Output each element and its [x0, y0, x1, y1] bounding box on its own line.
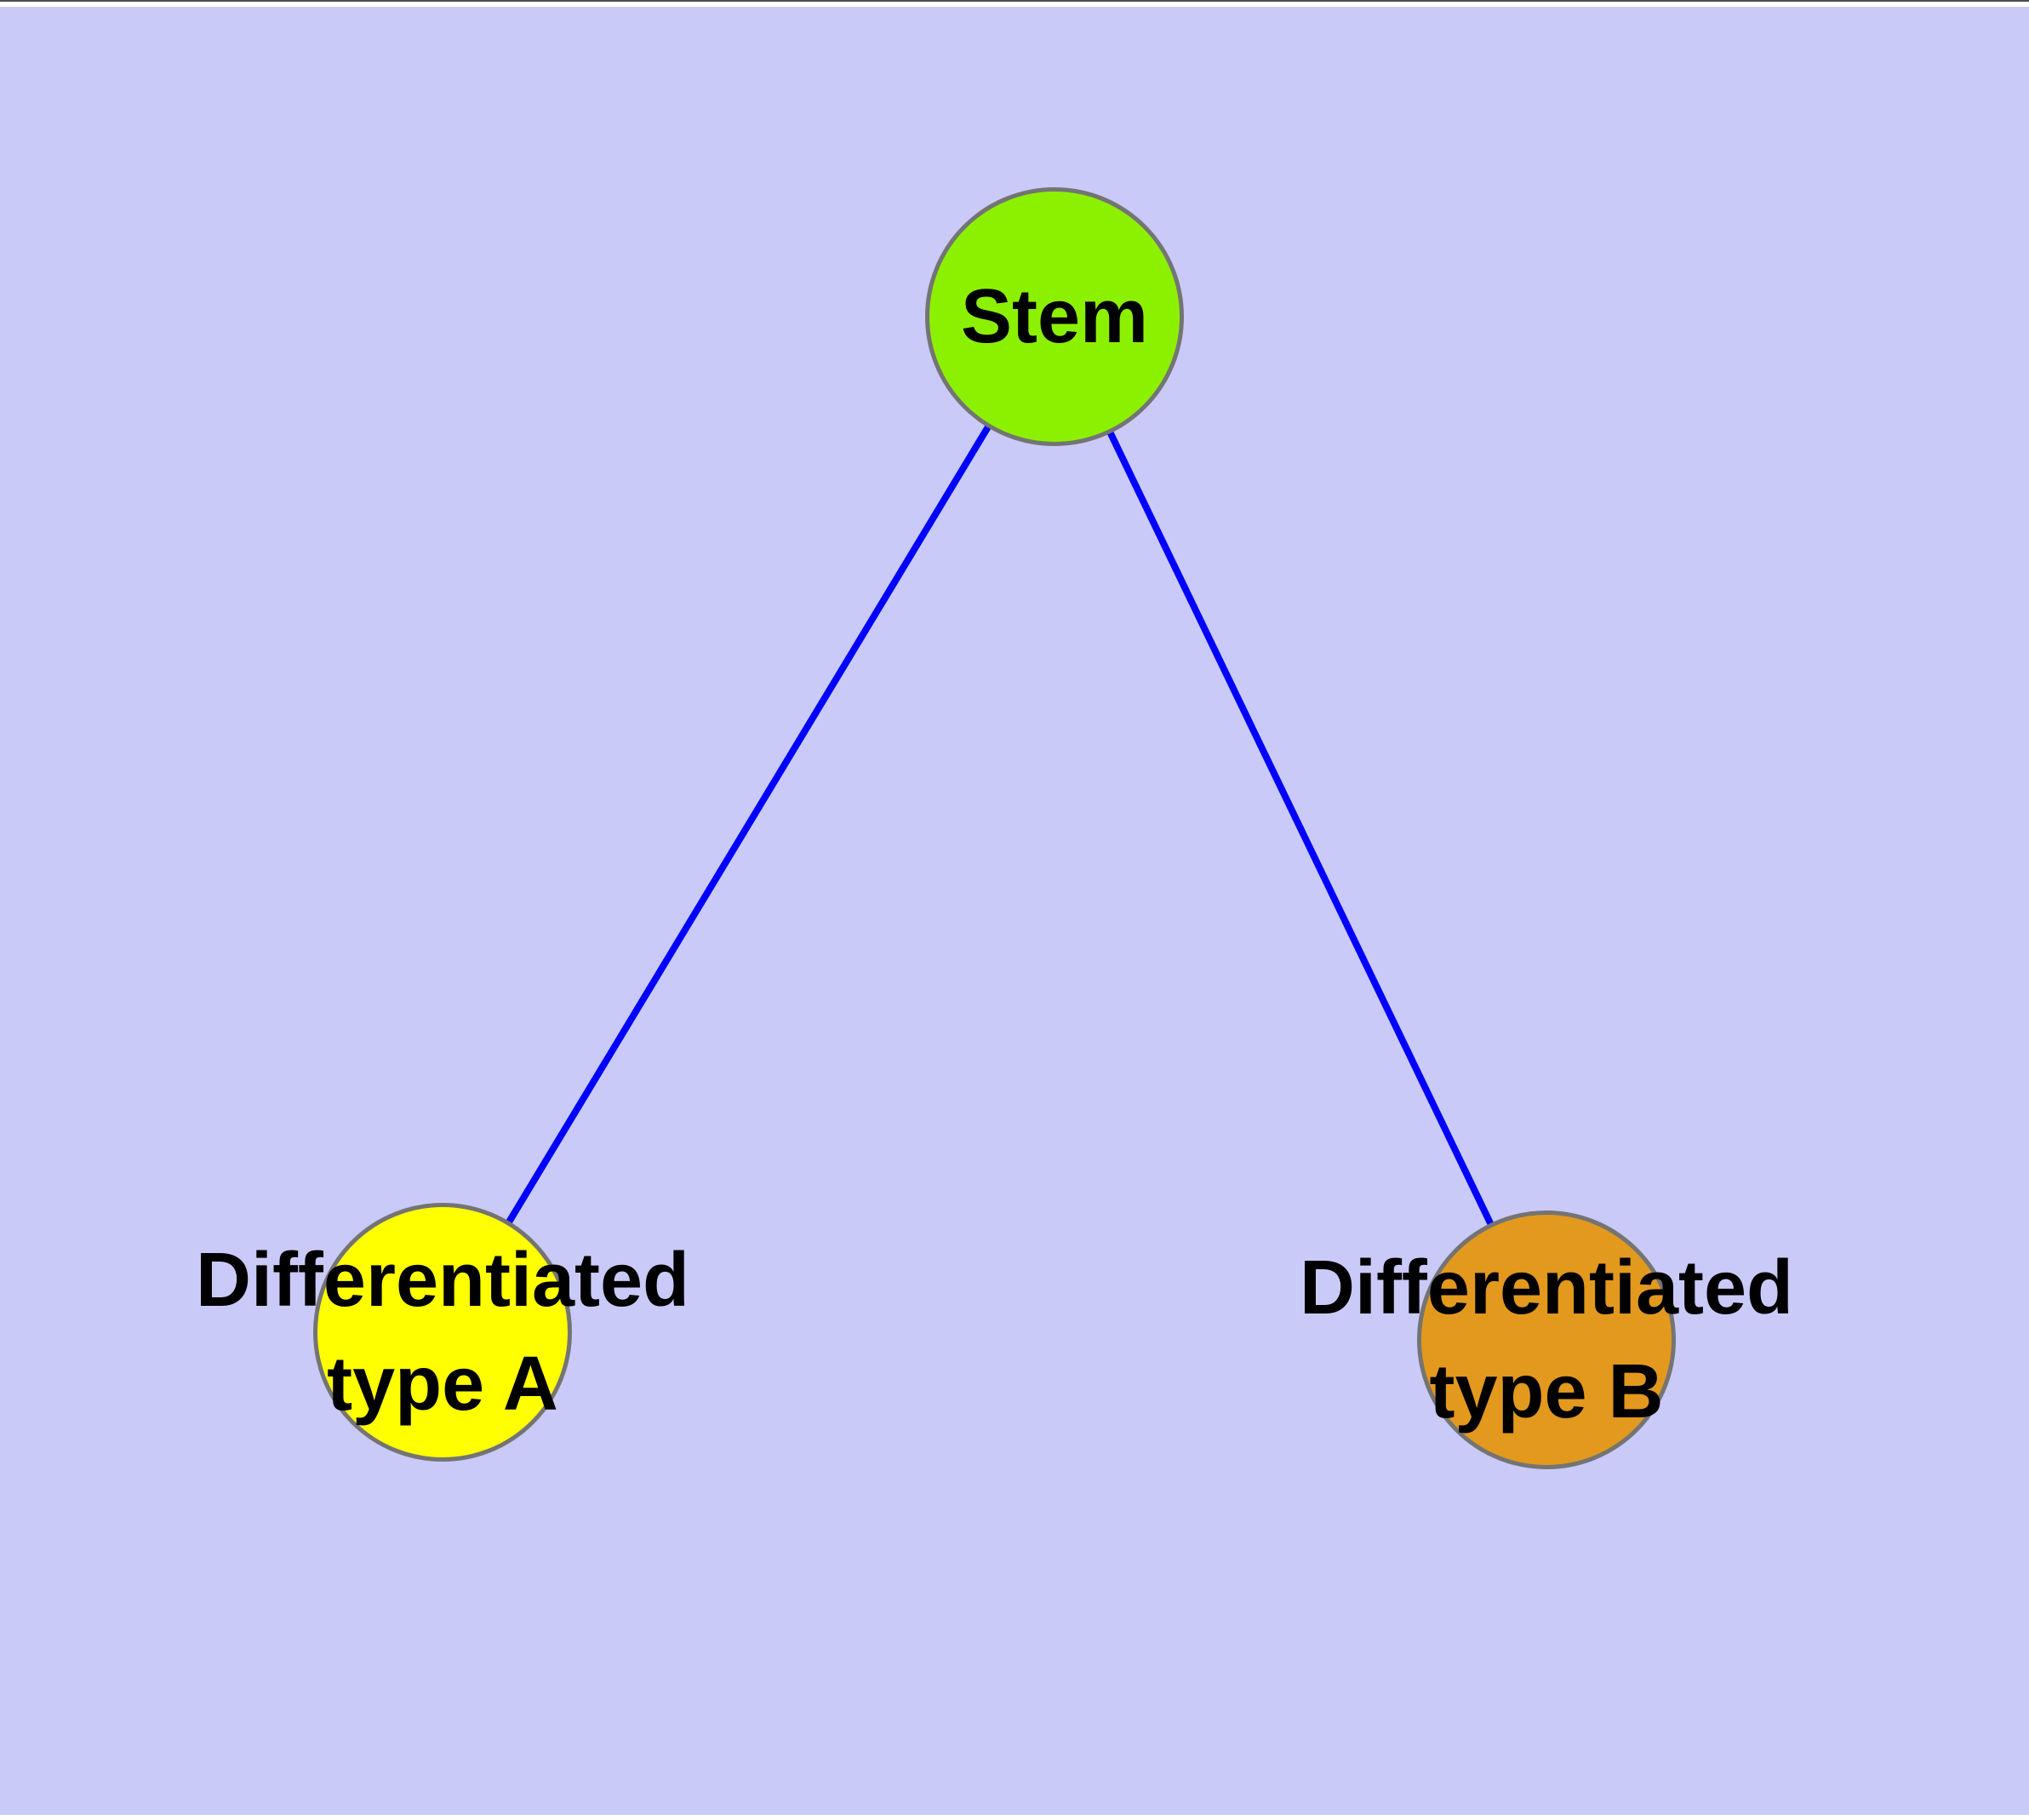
top-border-line: [0, 0, 2029, 2]
node-stem-label: Stem: [960, 274, 1149, 359]
node-differentiated-type-a: [313, 1203, 572, 1462]
node-differentiated-type-a-label: Differentiated type A: [195, 1238, 690, 1427]
node-stem: [925, 187, 1184, 446]
node-differentiated-type-b-label: Differentiated type B: [1299, 1245, 1794, 1434]
edge-stem-to-type-a: [439, 314, 1058, 1335]
node-differentiated-type-b: [1417, 1210, 1676, 1469]
edge-stem-to-type-b: [1051, 315, 1550, 1342]
